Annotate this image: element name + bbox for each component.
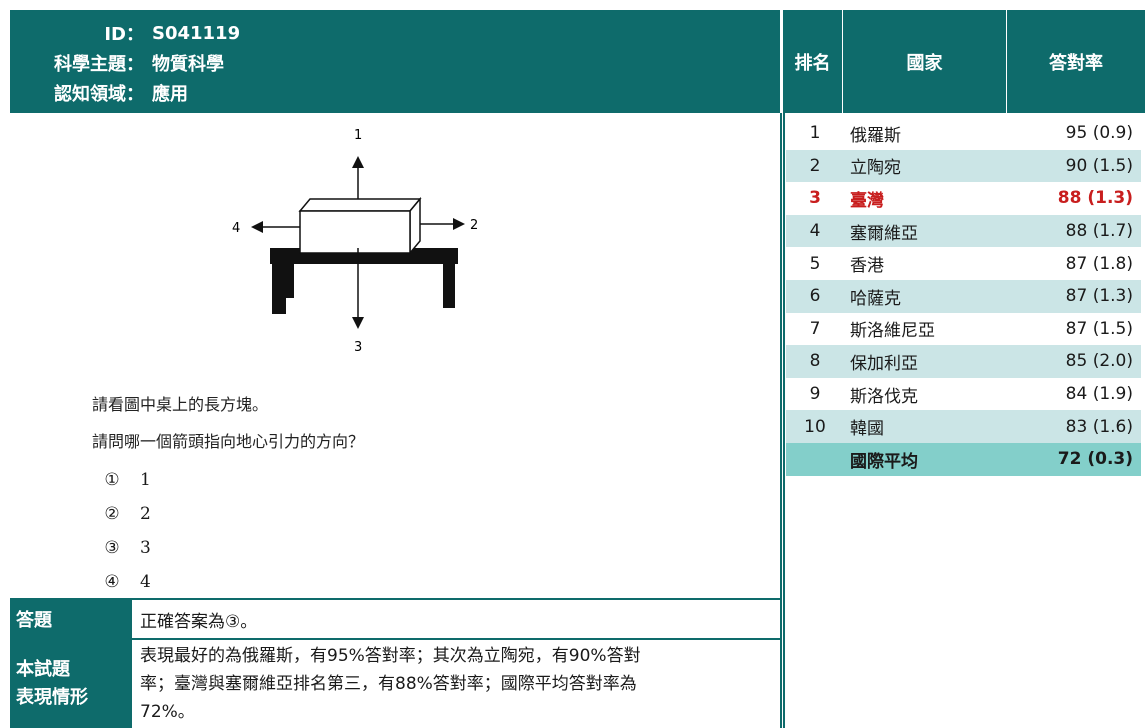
country-cell: 韓國 bbox=[850, 419, 884, 440]
ranking-row-2: 2 立陶宛 90 (1.5) bbox=[786, 149, 1141, 183]
ranking-divider bbox=[783, 113, 785, 728]
ranking-table: 1 俄羅斯 95 (0.9) 2 立陶宛 90 (1.5) 3 臺灣 88 (1… bbox=[786, 117, 1141, 476]
rank-cell: 10 bbox=[804, 416, 826, 437]
rank-cell: 8 bbox=[809, 351, 821, 372]
country-cell: 立陶宛 bbox=[850, 158, 901, 179]
rank-cell: 3 bbox=[809, 188, 821, 209]
ranking-row-10: 10 韓國 83 (1.6) bbox=[786, 410, 1141, 443]
rank-cell: 1 bbox=[809, 123, 821, 144]
option-3-text: 3 bbox=[140, 538, 151, 558]
option-1-mark: ① bbox=[104, 470, 120, 490]
rank-cell: 2 bbox=[809, 155, 821, 176]
topic-value: 物質科學 bbox=[152, 54, 224, 75]
ranking-row-8: 8 保加利亞 85 (2.0) bbox=[786, 345, 1141, 378]
answer-label: 答題 bbox=[16, 610, 52, 631]
option-4-text: 4 bbox=[140, 572, 151, 592]
rate-cell: 72 (0.3) bbox=[1057, 449, 1133, 470]
performance-label-line-1: 本試題 bbox=[16, 659, 70, 680]
country-cell: 香港 bbox=[850, 256, 884, 277]
country-cell: 保加利亞 bbox=[850, 353, 918, 374]
answer-text: 正確答案為③。 bbox=[140, 611, 258, 632]
rate-cell: 83 (1.6) bbox=[1065, 416, 1133, 437]
rate-column-header: 答對率 bbox=[1049, 52, 1103, 74]
rate-cell: 87 (1.3) bbox=[1065, 286, 1133, 307]
rate-cell: 95 (0.9) bbox=[1065, 123, 1133, 144]
question-line-1: 請看圖中桌上的長方塊。 bbox=[92, 395, 269, 414]
country-cell: 國際平均 bbox=[850, 451, 918, 472]
performance-label-line-2: 表現情形 bbox=[16, 687, 88, 708]
answer-label-cell: 答題 bbox=[10, 598, 132, 640]
option-4: ④ 4 bbox=[102, 572, 151, 592]
topic-label: 科學主題： bbox=[54, 54, 144, 75]
question-line-2: 請問哪一個箭頭指向地心引力的方向？ bbox=[92, 432, 365, 451]
rate-cell: 85 (2.0) bbox=[1065, 351, 1133, 372]
performance-text-cell: 表現最好的為俄羅斯，有95%答對率；其次為立陶宛，有90%答對 率；臺灣與塞爾維… bbox=[132, 640, 782, 728]
rank-column-header: 排名 bbox=[783, 10, 843, 113]
box-on-table-figure: 1 2 3 4 bbox=[232, 128, 478, 355]
option-3-mark: ③ bbox=[104, 538, 120, 558]
option-2-text: 2 bbox=[140, 504, 151, 524]
domain-label: 認知領域： bbox=[54, 84, 144, 105]
id-value: S041119 bbox=[152, 22, 241, 44]
country-cell: 臺灣 bbox=[850, 190, 884, 211]
performance-text-line-3: 72%。 bbox=[140, 702, 195, 722]
arrow-label-2: 2 bbox=[470, 218, 478, 233]
ranking-row-9: 9 斯洛伐克 84 (1.9) bbox=[786, 378, 1141, 411]
rank-cell: 6 bbox=[809, 286, 821, 307]
domain-row: 認知領域： 應用 bbox=[22, 78, 780, 108]
option-2-mark: ② bbox=[104, 504, 120, 524]
ranking-row-7: 7 斯洛維尼亞 87 (1.5) bbox=[786, 313, 1141, 346]
rate-cell: 90 (1.5) bbox=[1065, 155, 1133, 176]
rate-cell: 88 (1.3) bbox=[1057, 188, 1133, 209]
ranking-header: 排名 國家 答對率 bbox=[783, 10, 1145, 113]
rate-cell: 87 (1.5) bbox=[1065, 318, 1133, 339]
rank-cell: 7 bbox=[809, 318, 821, 339]
rate-cell: 84 (1.9) bbox=[1065, 384, 1133, 405]
rank-cell: 9 bbox=[809, 384, 821, 405]
performance-text-line-1: 表現最好的為俄羅斯，有95%答對率；其次為立陶宛，有90%答對 bbox=[140, 646, 641, 666]
domain-value: 應用 bbox=[152, 84, 188, 105]
country-cell: 俄羅斯 bbox=[850, 125, 901, 146]
ranking-row-5: 5 香港 87 (1.8) bbox=[786, 247, 1141, 280]
country-cell: 斯洛伐克 bbox=[850, 386, 918, 407]
id-label: ID： bbox=[104, 24, 144, 45]
answer-text-cell: 正確答案為③。 bbox=[132, 598, 782, 640]
ranking-row-6: 6 哈薩克 87 (1.3) bbox=[786, 279, 1141, 313]
country-cell: 塞爾維亞 bbox=[850, 223, 918, 244]
option-2: ② 2 bbox=[102, 504, 151, 524]
ranking-row-average: 國際平均 72 (0.3) bbox=[786, 442, 1141, 476]
arrow-label-1: 1 bbox=[354, 128, 362, 143]
country-cell: 斯洛維尼亞 bbox=[850, 321, 935, 342]
option-1: ① 1 bbox=[102, 470, 151, 490]
topic-row: 科學主題： 物質科學 bbox=[22, 48, 780, 78]
arrow-label-3: 3 bbox=[354, 340, 362, 355]
rate-cell: 88 (1.7) bbox=[1065, 221, 1133, 242]
item-meta-header: ID： S041119 科學主題： 物質科學 認知領域： 應用 bbox=[10, 10, 780, 113]
ranking-row-1: 1 俄羅斯 95 (0.9) bbox=[786, 117, 1141, 150]
country-column-header: 國家 bbox=[843, 10, 1007, 113]
arrow-label-4: 4 bbox=[232, 221, 240, 236]
option-1-text: 1 bbox=[140, 470, 151, 490]
option-4-mark: ④ bbox=[104, 572, 120, 592]
country-cell: 哈薩克 bbox=[850, 288, 901, 309]
rate-cell: 87 (1.8) bbox=[1065, 253, 1133, 274]
question-panel: 1 2 3 4 請看圖中桌上的長方塊。 請問哪一個箭頭指向地心引力的方向？ ① … bbox=[10, 113, 782, 598]
rank-cell: 4 bbox=[809, 221, 821, 242]
ranking-row-4: 4 塞爾維亞 88 (1.7) bbox=[786, 214, 1141, 248]
performance-label-cell: 本試題 表現情形 bbox=[10, 640, 132, 728]
option-3: ③ 3 bbox=[102, 538, 151, 558]
id-row: ID： S041119 bbox=[22, 18, 780, 48]
performance-text-line-2: 率；臺灣與塞爾維亞排名第三，有88%答對率；國際平均答對率為 bbox=[140, 674, 637, 694]
rank-cell: 5 bbox=[809, 253, 821, 274]
ranking-row-3-highlight: 3 臺灣 88 (1.3) bbox=[786, 182, 1141, 215]
